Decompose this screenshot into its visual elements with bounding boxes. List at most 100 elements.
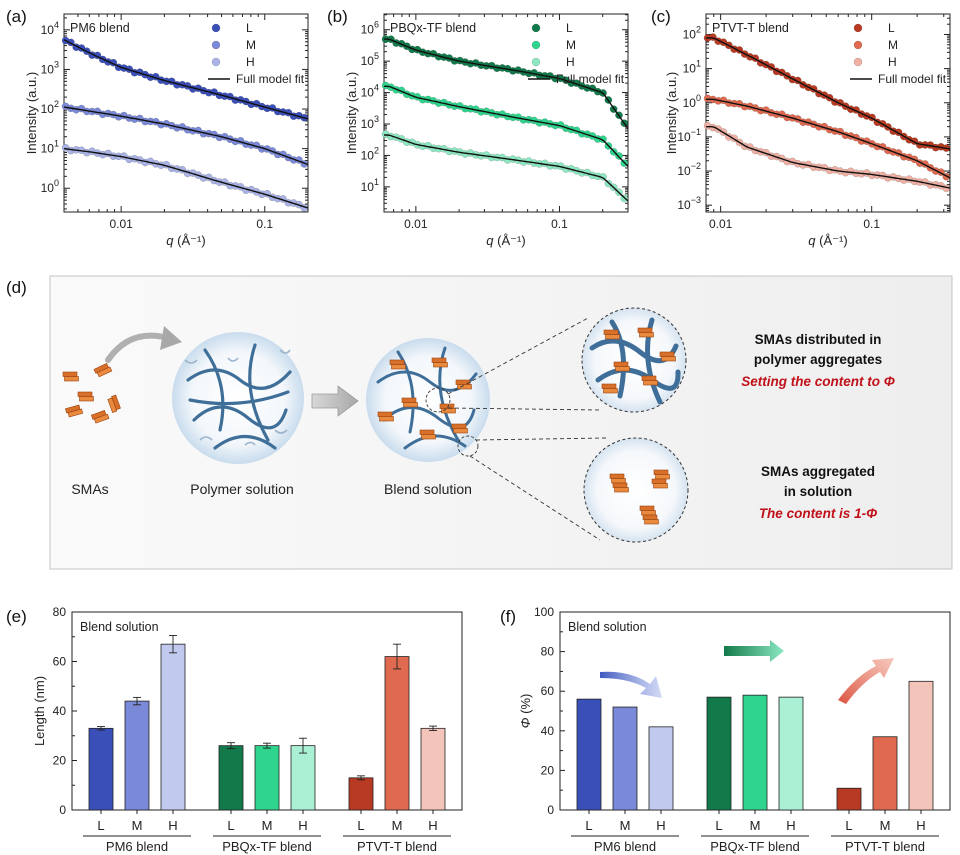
upper-description-line1: SMAs distributed in — [755, 332, 882, 347]
legend-marker — [853, 57, 863, 67]
group-label: PM6 blend — [594, 839, 656, 854]
y-tick-exponent: −3 — [691, 195, 701, 205]
legend-marker — [211, 57, 221, 67]
y-tick-label: 60 — [541, 684, 555, 698]
polymer-solution-sphere — [172, 332, 304, 464]
legend-marker — [211, 40, 221, 50]
y-tick-exponent: −1 — [691, 127, 701, 137]
legend-label: Full model fit — [556, 72, 625, 86]
y-axis-label: Length (nm) — [32, 676, 47, 746]
panel-label-e: (e) — [6, 607, 27, 626]
category-label: M — [620, 818, 631, 833]
bar-L — [706, 696, 732, 811]
bar-M — [872, 736, 898, 811]
lower-description-line1: SMAs aggregated — [761, 464, 875, 479]
x-axis-label: q (Å⁻¹) — [486, 233, 525, 248]
y-tick-label: 104 — [361, 83, 379, 100]
legend-marker — [531, 23, 541, 33]
category-label: H — [786, 818, 795, 833]
y-tick-label: 20 — [541, 763, 555, 777]
legend-label: L — [888, 21, 895, 35]
y-tick-exponent: 3 — [54, 59, 59, 69]
y-tick-exponent: 5 — [374, 51, 379, 61]
upper-description-line2: polymer aggregates — [754, 352, 882, 367]
label-smas: SMAs — [71, 481, 108, 497]
y-tick-exponent: 2 — [374, 145, 379, 155]
trend-arrow-flat-icon — [724, 640, 784, 662]
y-tick-label: 101 — [683, 59, 701, 76]
y-axis-label: Intensity (a.u.) — [344, 72, 359, 154]
x-tick-label: 0.1 — [551, 217, 568, 231]
curved-arrow-icon — [105, 332, 171, 363]
y-axis-unit: (%) — [518, 694, 533, 714]
bar-L — [348, 777, 374, 811]
bar-H — [420, 727, 446, 811]
y-tick-label: 103 — [361, 114, 379, 131]
y-tick-exponent: 4 — [374, 83, 379, 93]
series-group — [381, 35, 629, 203]
x-tick-label: 0.01 — [109, 217, 133, 231]
mechanism-diagram: SMAs Polymer solution — [49, 275, 953, 570]
legend-marker — [211, 23, 221, 33]
legend-label: L — [566, 21, 573, 35]
legend-marker — [853, 23, 863, 33]
y-tick-label: 102 — [683, 24, 701, 41]
panel-label-d: (d) — [6, 278, 27, 297]
plot-frame — [383, 13, 629, 213]
category-label: M — [880, 818, 891, 833]
bar-H — [908, 680, 934, 811]
legend-marker — [853, 40, 863, 50]
fit-line-M — [63, 106, 309, 166]
series-group — [61, 36, 309, 212]
y-tick-label: 100 — [41, 178, 59, 195]
y-tick-exponent: 4 — [54, 20, 59, 30]
trend-arrow-down-icon — [600, 671, 662, 698]
fit-line-L — [63, 39, 309, 120]
category-label: H — [298, 818, 307, 833]
chart-title: PM6 blend — [70, 21, 130, 35]
bar-H — [290, 745, 316, 811]
lower-content-note: The content is 1-Φ — [759, 506, 877, 521]
panel-label-b: (b) — [327, 7, 348, 26]
panel-label-a: (a) — [6, 7, 27, 26]
bar-M — [384, 656, 410, 811]
x-axis-unit: (Å⁻¹) — [177, 233, 206, 248]
legend-label: M — [888, 38, 898, 52]
y-tick-exponent: 3 — [374, 114, 379, 124]
y-tick-label: 103 — [41, 59, 59, 76]
bar-L — [218, 745, 244, 811]
legend-label: M — [566, 38, 576, 52]
y-tick-label: 106 — [361, 20, 379, 37]
x-axis-label: q (Å⁻¹) — [166, 233, 205, 248]
y-tick-exponent: 1 — [374, 177, 379, 187]
bar-group — [576, 680, 934, 811]
bar-L — [836, 787, 862, 811]
category-label: H — [428, 818, 437, 833]
x-axis-symbol: q — [486, 233, 494, 248]
y-tick-exponent: 1 — [54, 139, 59, 149]
y-tick-label: 10−2 — [677, 161, 701, 178]
y-tick-label: 10−3 — [677, 195, 701, 212]
category-label: L — [357, 818, 364, 833]
series-group — [703, 33, 951, 193]
category-label: L — [97, 818, 104, 833]
x-axis-symbol: q — [166, 233, 174, 248]
y-tick-label: 40 — [53, 704, 67, 718]
bar-M — [124, 700, 150, 811]
trend-arrow-up-icon — [838, 658, 894, 704]
y-tick-label: 101 — [361, 177, 379, 194]
bar-L — [576, 698, 602, 811]
y-tick-label: 80 — [53, 605, 67, 619]
inset-label: Blend solution — [568, 620, 647, 634]
